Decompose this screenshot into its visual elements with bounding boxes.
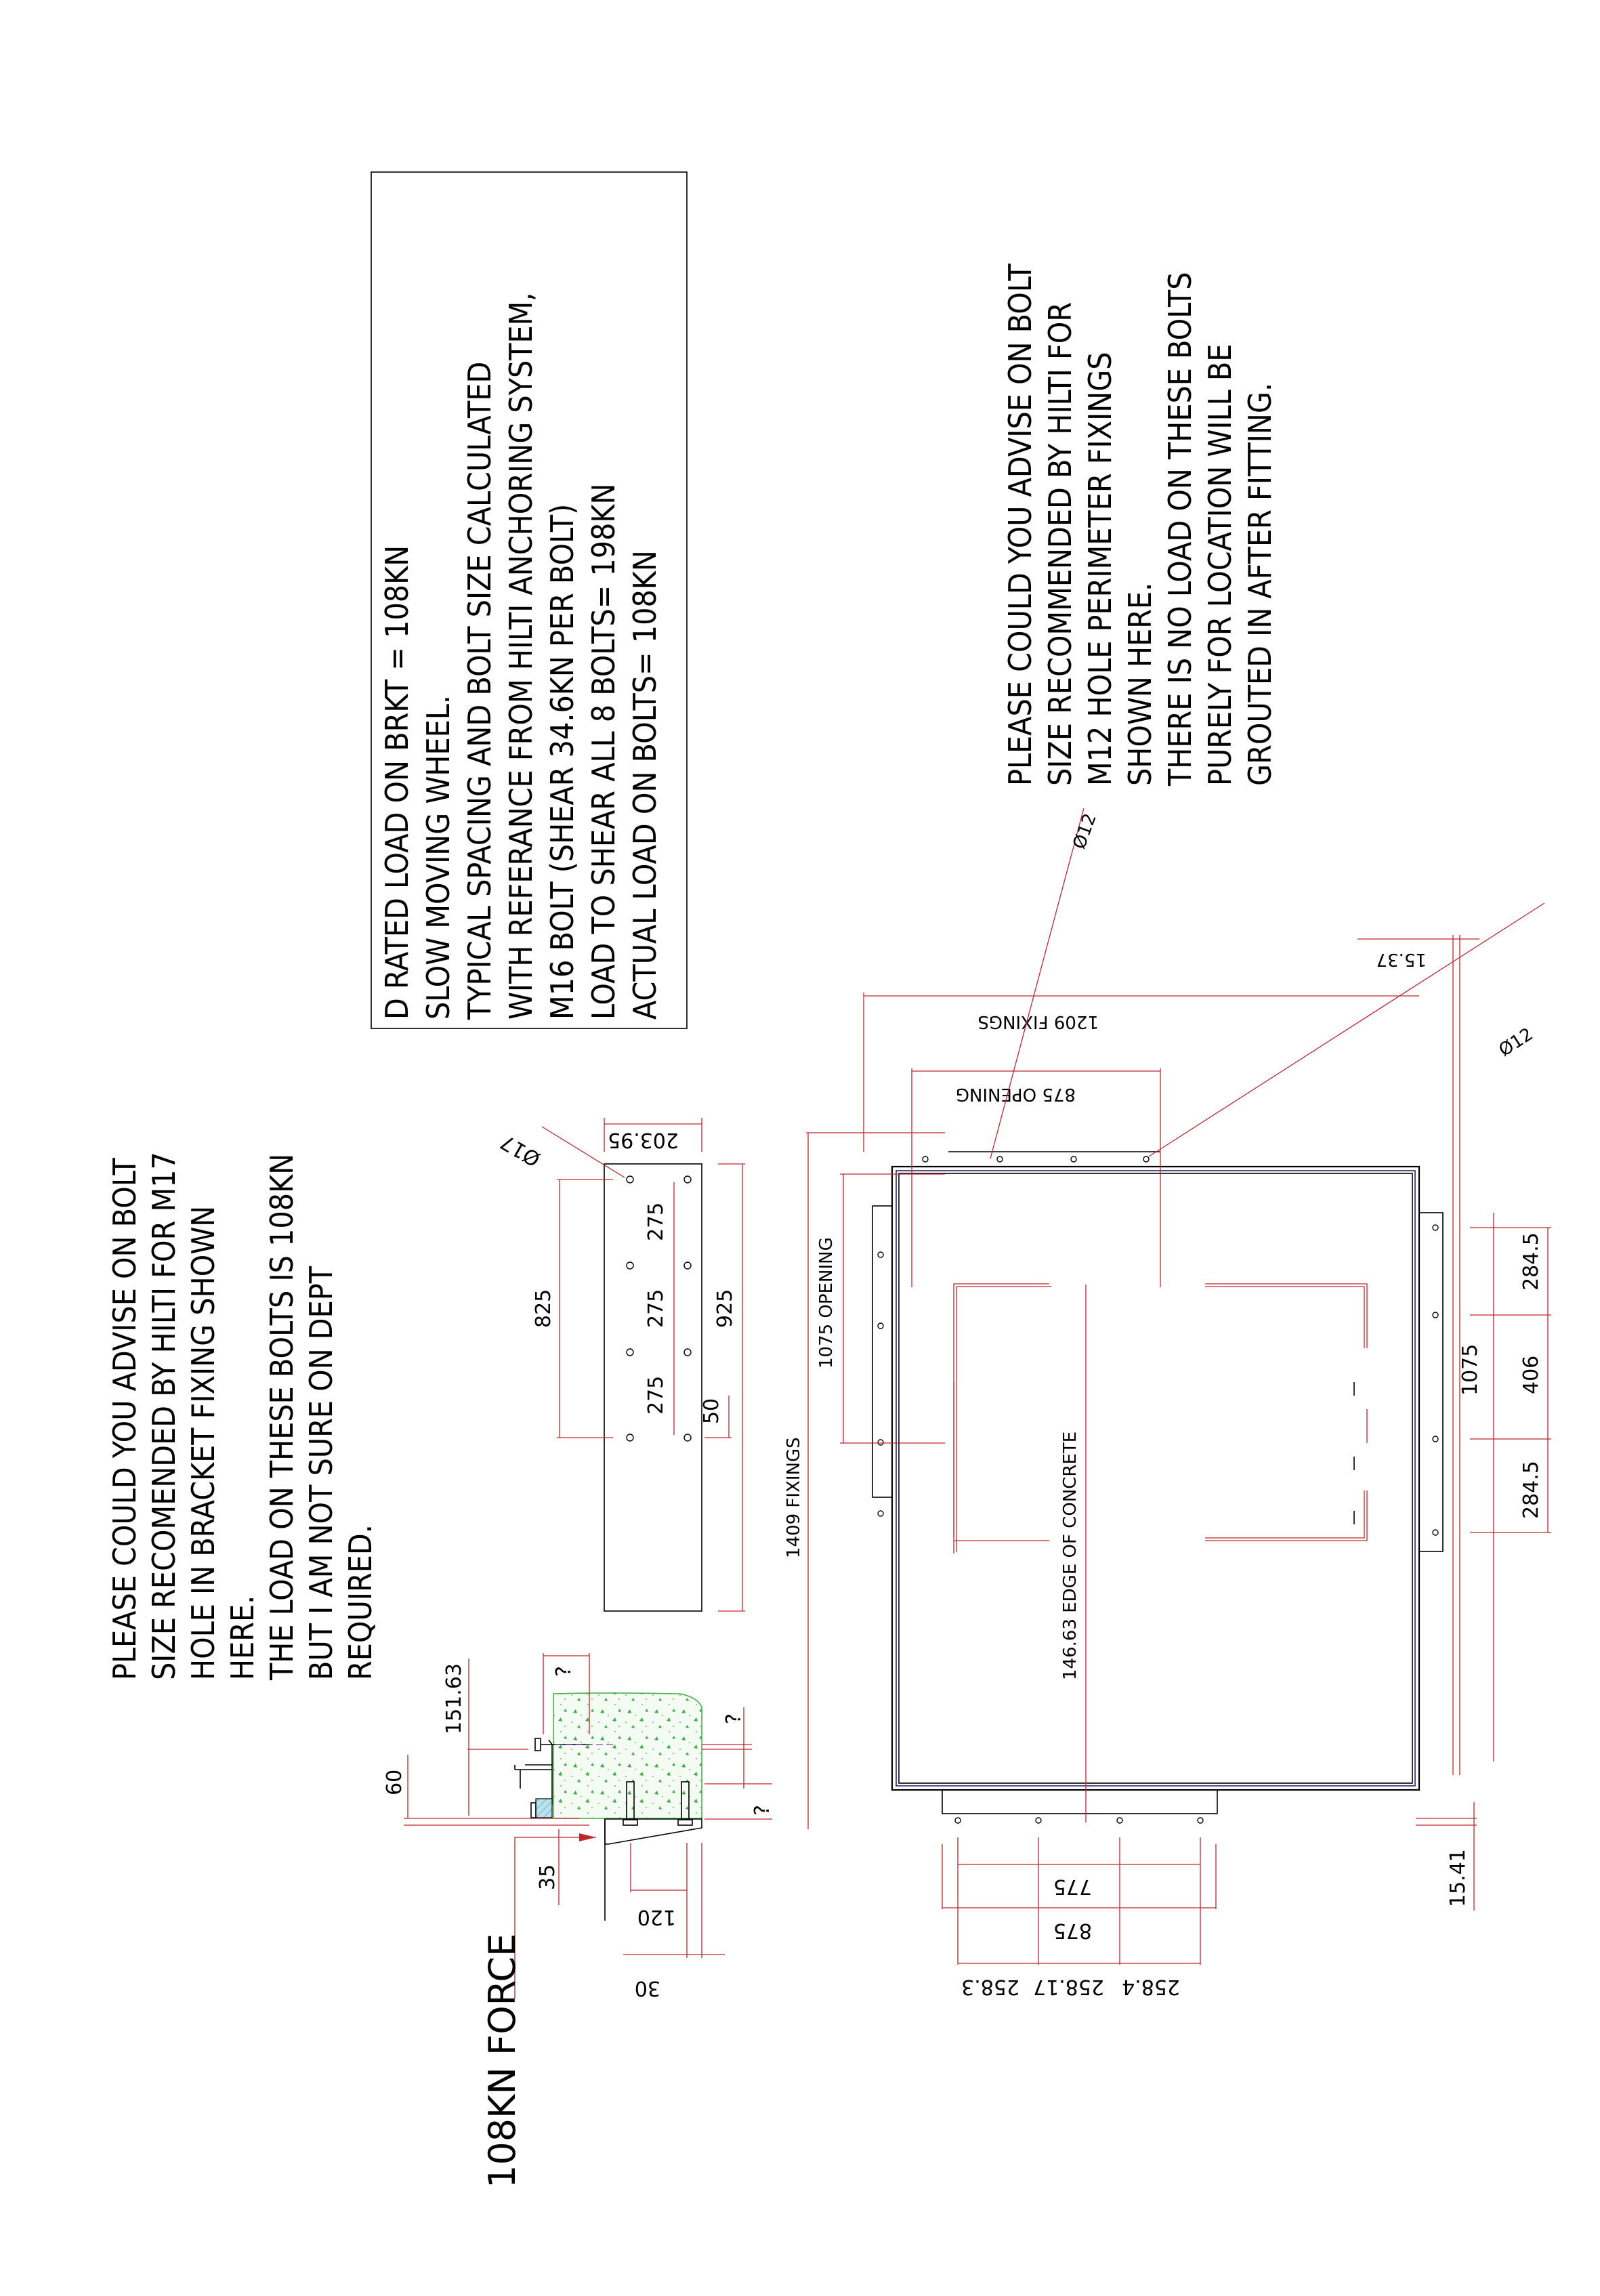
packer bbox=[535, 1798, 553, 1818]
bottom-inner-dim: 775 bbox=[1053, 1875, 1092, 1898]
top-fixing-holes bbox=[922, 1156, 1150, 1163]
bottom-fixing-holes bbox=[954, 1817, 1204, 1824]
right-segment-dim: 284.5 bbox=[1519, 1461, 1543, 1519]
perimeter-hole-callout-right: Ø12 bbox=[1495, 1024, 1536, 1061]
section-dim-60: 60 bbox=[383, 1770, 406, 1795]
offset-top-dim: 15.37 bbox=[1376, 949, 1427, 969]
concrete-fill bbox=[553, 1692, 702, 1819]
frame-plan-view: 1409 FIXINGS 1075 OPENING 146.63 EDGE OF… bbox=[784, 808, 1551, 1999]
force-arrow-icon bbox=[579, 1833, 596, 1841]
perimeter-note-line: M12 HOLE PERIMETER FIXINGS bbox=[1082, 352, 1118, 786]
bracket-plate-outline bbox=[604, 1163, 702, 1612]
bracket-section-view: 60 151.63 ? 35 120 30 ? ? 108KN FORCE bbox=[383, 1653, 774, 2188]
section-dim-30: 30 bbox=[635, 1976, 660, 2000]
offset-bottom-dim: 15.41 bbox=[1446, 1849, 1470, 1907]
bracket-pitch-dim: 275 bbox=[644, 1289, 668, 1328]
bracket-holes bbox=[626, 1175, 692, 1442]
section-dim-unknown-right-bottom: ? bbox=[751, 1805, 774, 1816]
perimeter-note-line: THERE IS NO LOAD ON THESE BOLTS bbox=[1162, 272, 1198, 787]
section-dim-unknown-top: ? bbox=[552, 1666, 576, 1677]
load-note-line: D RATED LOAD ON BRKT = 108KN bbox=[379, 545, 415, 1020]
right-segment-dim: 406 bbox=[1519, 1356, 1543, 1394]
fixings-long-dim: 1409 FIXINGS bbox=[784, 1437, 804, 1558]
opening-outline bbox=[953, 1283, 1368, 1553]
fixings-short-dim: 1209 FIXINGS bbox=[977, 1011, 1099, 1032]
perimeter-note-line: GROUTED IN AFTER FITTING. bbox=[1242, 383, 1278, 786]
section-dim-151-63: 151.63 bbox=[442, 1663, 466, 1734]
bracket-hole-callout: Ø17 bbox=[497, 1129, 545, 1171]
section-dim-35: 35 bbox=[536, 1864, 560, 1890]
perimeter-note-line: PURELY FOR LOCATION WILL BE bbox=[1202, 344, 1238, 786]
section-dim-unknown-right-top: ? bbox=[722, 1713, 746, 1724]
bracket-pitch-dim: 275 bbox=[644, 1203, 668, 1241]
opening-long-dim: 1075 OPENING bbox=[816, 1237, 837, 1369]
bracket-note-line: PLEASE COULD YOU ADVISE ON BOLT bbox=[106, 1157, 143, 1680]
load-notes-box: D RATED LOAD ON BRKT = 108KN SLOW MOVING… bbox=[371, 171, 688, 1029]
bracket-note-line: THE LOAD ON THESE BOLTS IS 108KN bbox=[264, 1154, 300, 1681]
bracket-note-line: SIZE RECOMENDED BY HILTI FOR M17 bbox=[146, 1152, 182, 1680]
bracket-note-line: HERE. bbox=[224, 1595, 261, 1680]
angle-bracket bbox=[604, 1818, 702, 1845]
frame-outer bbox=[891, 1165, 1420, 1791]
bottom-fixing-strip bbox=[942, 1789, 1218, 1814]
edge-of-concrete-dim: 146.63 EDGE OF CONCRETE bbox=[1060, 1432, 1080, 1680]
bracket-width-dim: 203.95 bbox=[608, 1128, 679, 1152]
load-note-line: M16 BOLT (SHEAR 34.6KN PER BOLT) bbox=[544, 504, 581, 1020]
bracket-note-line: HOLE IN BRACKET FIXING SHOWN bbox=[185, 1206, 222, 1680]
load-note-line: LOAD TO SHEAR ALL 8 BOLTS= 198KN bbox=[585, 484, 622, 1020]
load-note-line: WITH REFERANCE FROM HILTI ANCHORING SYST… bbox=[503, 292, 539, 1020]
section-dim-120: 120 bbox=[637, 1905, 676, 1929]
perimeter-note-line: PLEASE COULD YOU ADVISE ON BOLT bbox=[1002, 263, 1038, 786]
perimeter-bolt-query-note: PLEASE COULD YOU ADVISE ON BOLT SIZE REC… bbox=[1002, 263, 1278, 787]
bottom-segment-dim: 258.4 bbox=[1122, 1975, 1180, 1999]
bracket-note-line: REQUIRED. bbox=[342, 1524, 379, 1680]
force-label: 108KN FORCE bbox=[481, 1934, 524, 2188]
bottom-segment-dim: 258.3 bbox=[961, 1975, 1019, 1999]
right-segment-dim: 284.5 bbox=[1519, 1232, 1543, 1291]
perimeter-note-line: SHOWN HERE. bbox=[1122, 583, 1158, 786]
bottom-segment-dim: 258.17 bbox=[1033, 1975, 1104, 1999]
bracket-bolt-query-note: PLEASE COULD YOU ADVISE ON BOLT SIZE REC… bbox=[106, 1152, 379, 1681]
bracket-note-line: BUT I AM NOT SURE ON DEPT bbox=[303, 1266, 339, 1680]
bracket-pitch-dim: 275 bbox=[644, 1376, 668, 1415]
load-note-line: TYPICAL SPACING AND BOLT SIZE CALCULATED bbox=[461, 362, 498, 1020]
right-flange bbox=[1418, 1212, 1444, 1552]
load-note-line: SLOW MOVING WHEEL. bbox=[420, 695, 457, 1020]
opening-short-dim: 875 OPENING bbox=[956, 1084, 1076, 1104]
bracket-end-offset-dim: 50 bbox=[700, 1398, 723, 1424]
bracket-plate-plan: 203.95 Ø17 825 275 275 275 925 50 bbox=[497, 1118, 745, 1612]
bracket-hole-span-dim: 825 bbox=[532, 1289, 555, 1328]
bracket-length-dim: 925 bbox=[713, 1289, 737, 1328]
perimeter-hole-callout-top: Ø12 bbox=[1069, 811, 1101, 852]
load-note-line: ACTUAL LOAD ON BOLTS= 108KN bbox=[627, 550, 663, 1020]
perimeter-note-line: SIZE RECOMMENDED BY HILTI FOR bbox=[1042, 302, 1078, 786]
right-overall-dim: 1075 bbox=[1458, 1344, 1482, 1396]
left-flange bbox=[872, 1205, 893, 1498]
bottom-outer-dim: 875 bbox=[1053, 1919, 1092, 1942]
